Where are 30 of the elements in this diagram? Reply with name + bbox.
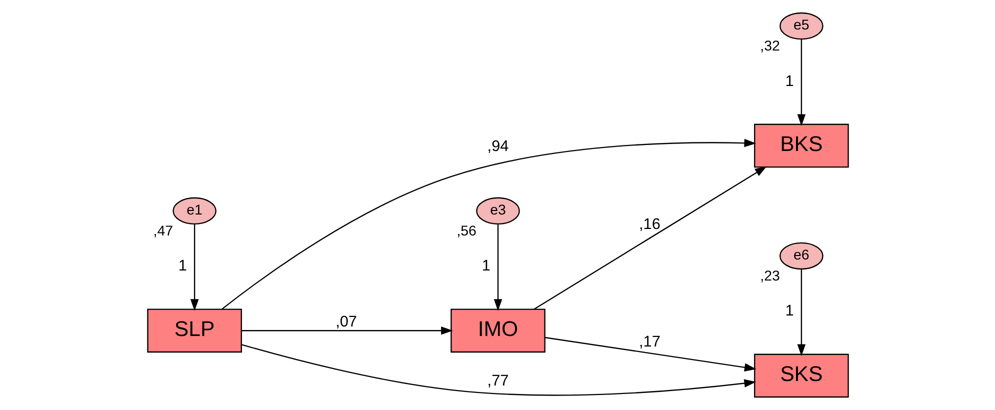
arrow	[493, 224, 502, 312]
edge-label: ,17	[638, 334, 660, 351]
node-label: ,32	[760, 38, 780, 54]
arrow	[190, 224, 198, 312]
edge-label: ,77	[486, 372, 508, 390]
node-box: SKS	[754, 354, 848, 398]
node-label: ,47	[152, 223, 173, 240]
node-label: ,23	[760, 268, 780, 284]
node-label: ,56	[456, 223, 476, 240]
node-ellipse: e3	[476, 197, 520, 225]
edge-label: ,94	[486, 138, 508, 155]
node-box: IMO	[450, 308, 545, 353]
arrow	[796, 39, 806, 126]
arrow	[240, 326, 452, 335]
node-ellipse: e1	[172, 197, 216, 225]
node-ellipse: e5	[779, 12, 823, 40]
edge-label: 1	[178, 258, 186, 275]
edge-label: 1	[784, 72, 794, 90]
edge-label: 1	[784, 302, 794, 320]
arrow	[533, 166, 766, 310]
arrow	[241, 344, 756, 396]
edge-label: ,07	[335, 313, 356, 330]
node-box: BKS	[754, 124, 848, 168]
node-box: SLP	[146, 308, 242, 353]
edge-label: ,16	[638, 216, 660, 234]
arrow	[544, 336, 756, 372]
arrow	[221, 138, 756, 310]
node-ellipse: e6	[779, 242, 823, 270]
arrow	[796, 269, 806, 356]
edge-label: 1	[481, 258, 490, 275]
